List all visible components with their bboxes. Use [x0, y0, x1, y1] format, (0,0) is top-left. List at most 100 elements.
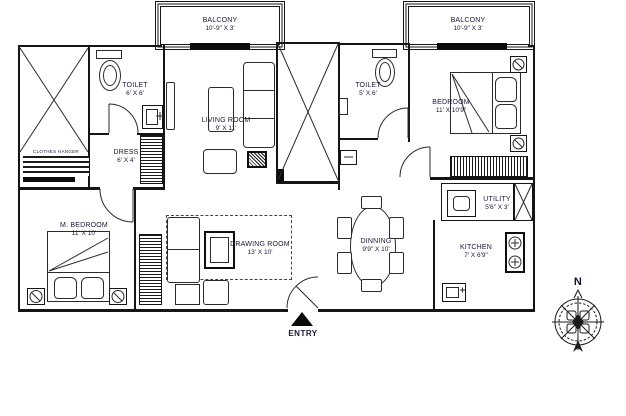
shaft-door-bar: [277, 169, 284, 182]
bedroom-bed-headline: [492, 73, 493, 133]
drawing-stool-1: [175, 284, 200, 305]
label-north: N: [570, 275, 586, 289]
wall-living-left: [163, 45, 165, 190]
kitchen-dims: 7' X 6'9": [464, 252, 488, 260]
balcony-left-dims: 10'-9" X 3': [205, 25, 235, 33]
wall-mbed-top-b: [133, 187, 165, 190]
wall-mbed-top-a: [18, 187, 100, 190]
label-dinning: DINNING 9'9" X 10': [341, 237, 411, 255]
balcony-left-name: BALCONY: [202, 17, 238, 24]
living-armchair: [203, 149, 237, 174]
fan-fixture-mbed-1: [27, 288, 45, 305]
dinning-name: DINNING: [360, 238, 392, 245]
living-room-dims: 9' X 11': [215, 125, 237, 133]
utility-name: UTILITY: [483, 196, 511, 203]
shaft-x-brace: [277, 43, 339, 181]
toilet-left-name: TOILET: [122, 82, 148, 89]
drawing-sofa: [167, 217, 200, 283]
entry-arrow-icon: [291, 312, 313, 326]
wall-top-right-corner: [528, 45, 535, 47]
light-fixture-bedroom-2: [510, 135, 527, 152]
balcony-left: [160, 6, 280, 45]
dining-chair-bottom: [361, 279, 382, 292]
drawing-room-name: DRAWING ROOM: [230, 241, 290, 248]
drawing-stool-2: [203, 280, 229, 305]
north-letter: N: [573, 276, 583, 288]
label-balcony-right: BALCONY 10'-9" X 3': [418, 16, 518, 34]
label-balcony-left: BALCONY 10'-9" X 3': [170, 16, 270, 34]
mbed-pillow-1: [54, 277, 77, 299]
light-fixture-bedroom-1: [510, 56, 527, 73]
drying-rack: [23, 156, 89, 176]
dining-chair-left-2: [337, 252, 352, 274]
dining-chair-right-1: [389, 217, 404, 239]
drawing-sofa-divider: [168, 249, 199, 250]
wall-bedroom-left: [408, 45, 410, 142]
wall-bottom-right: [318, 309, 535, 312]
wall-top-shaft: [276, 42, 340, 44]
wall-shaft-bottom: [276, 181, 340, 184]
clothes-hanger-name: CLOTHES HANGER: [33, 149, 79, 154]
bedroom-dims: 11' X 10'9": [435, 107, 467, 115]
switch-board: [340, 150, 357, 165]
fan-fixture-mbed-2: [109, 288, 127, 305]
toilet-right-door-arc: [377, 107, 409, 139]
label-bedroom: BEDROOM 11' X 10'9": [411, 98, 491, 116]
master-bedroom-dims: 11' X 10': [71, 230, 97, 238]
washbasin-left-inner: [146, 109, 158, 125]
utility-dims: 5'6" X 3': [485, 204, 509, 212]
sofa-seat-divider-1: [244, 90, 274, 91]
kitchen-name: KITCHEN: [459, 244, 493, 251]
label-kitchen: KITCHEN 7' X 6'9": [441, 243, 511, 261]
sofa-three-seater: [243, 62, 275, 148]
dress-dims: 6' X 4': [117, 157, 135, 165]
label-toilet-left: TOILET 6' X 6': [105, 81, 165, 99]
label-entry: ENTRY: [273, 329, 333, 339]
mbed-pillow-2: [81, 277, 104, 299]
bedroom-name: BEDROOM: [432, 99, 470, 106]
sliding-door-balcony-left: [190, 43, 250, 49]
wall-bottom-left: [18, 309, 288, 312]
balcony-right: [408, 6, 530, 45]
living-rug-hatch: [247, 151, 267, 168]
master-bedroom-name: M. BEDROOM: [60, 222, 108, 229]
label-clothes-hanger: CLOTHES HANGER: [24, 149, 88, 155]
wc-tank-right: [372, 49, 397, 58]
bedroom-wardrobe: [450, 156, 528, 177]
wall-kitchen-left: [433, 220, 435, 309]
label-living-room: LIVING ROOM 9' X 11': [186, 116, 266, 134]
toilet-left-dims: 6' X 6': [126, 90, 144, 98]
label-dress: DRESS 6' X 4': [96, 148, 156, 166]
dinning-dims: 9'9" X 10': [362, 246, 390, 254]
wall-bedroom-bottom: [430, 177, 535, 180]
toilet-left-door-arc: [108, 103, 139, 134]
compass-rose-icon: [552, 288, 604, 352]
mbed-door-arc: [99, 188, 134, 223]
wall-mbed-right: [134, 190, 136, 309]
washbasin-right: [339, 98, 348, 115]
balcony-right-dims: 10'-9" X 3': [453, 25, 483, 33]
kitchen-sink-inner: [446, 287, 459, 298]
wall-shaft-left: [276, 42, 278, 184]
clothes-duct-x-brace: [19, 47, 89, 153]
wall-left-outer: [18, 45, 20, 311]
toilet-right-name: TOILET: [355, 82, 381, 89]
wall-top-left: [18, 45, 162, 47]
living-room-name: LIVING ROOM: [201, 117, 251, 124]
tv-unit: [166, 82, 175, 130]
dining-chair-left-1: [337, 217, 352, 239]
label-toilet-right: TOILET 5' X 6': [338, 81, 398, 99]
bedroom-pillow-2: [495, 104, 517, 129]
wall-toiletL-bottom-a: [88, 133, 109, 135]
label-master-bedroom: M. BEDROOM 11' X 10': [44, 221, 124, 239]
label-utility: UTILITY 5'6" X 3': [468, 195, 526, 213]
bedroom-door-arc: [399, 146, 431, 178]
wc-bowl-right-inner: [379, 62, 391, 82]
entry-name: ENTRY: [288, 329, 318, 338]
wall-top-toilet-right: [338, 43, 410, 45]
wc-tank-left: [96, 50, 122, 59]
dining-chair-right-2: [389, 252, 404, 274]
hanger-ledge-bar: [23, 177, 75, 182]
bedroom-pillow-1: [495, 77, 517, 102]
